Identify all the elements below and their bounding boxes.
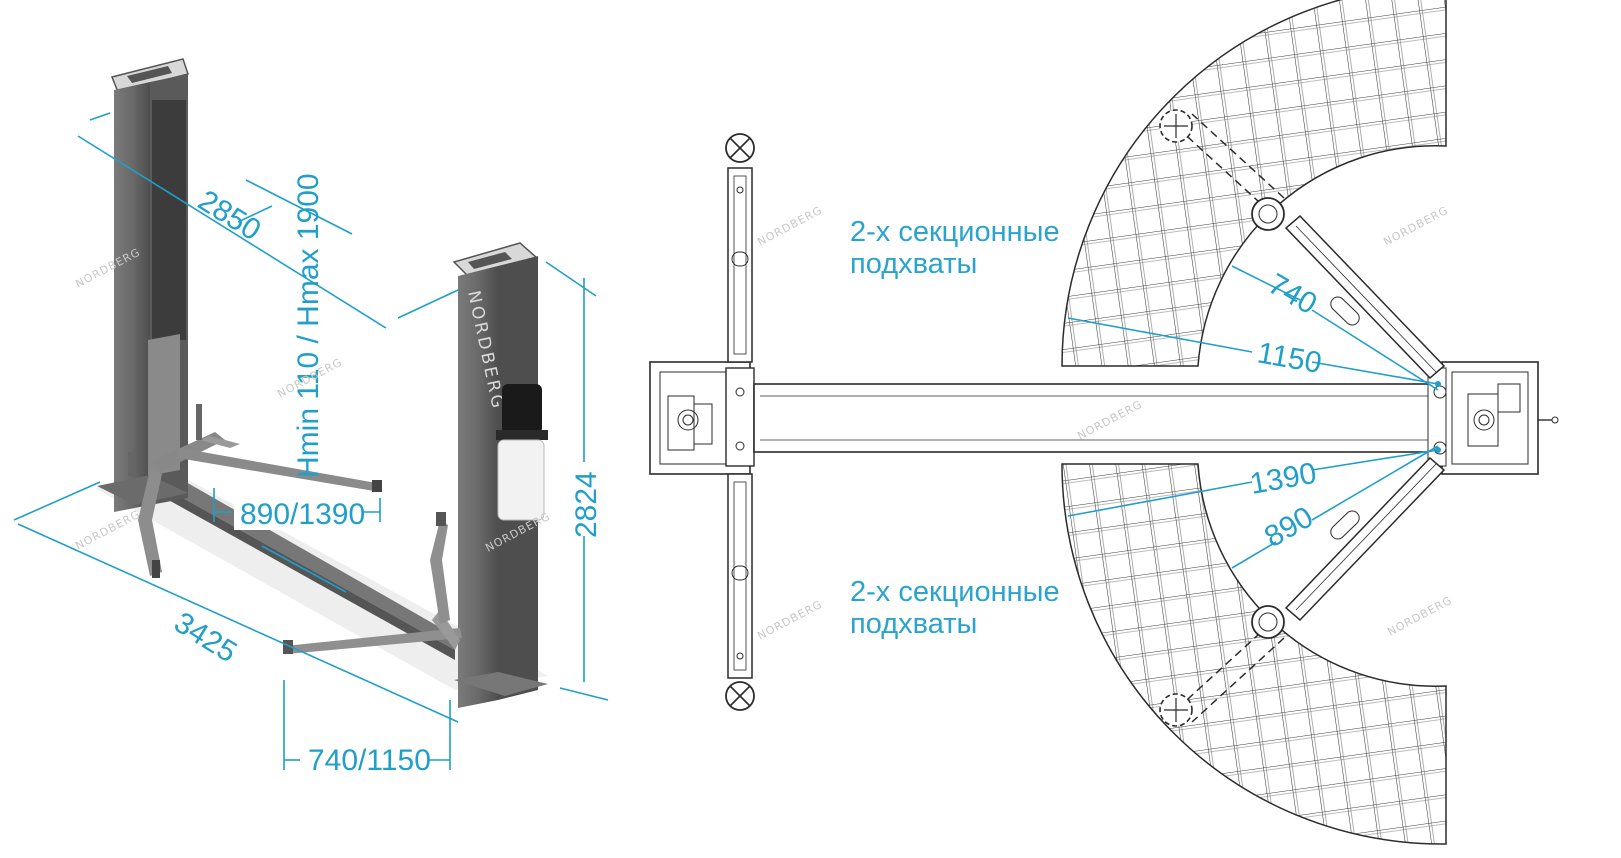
pump-motor — [502, 384, 542, 434]
sweep-zone-bottom — [1061, 463, 1447, 845]
oil-tank — [497, 439, 545, 521]
note-top-line1: 2-х секционные — [850, 216, 1060, 248]
dimension-lines-3d — [13, 112, 609, 770]
pad-icon — [1251, 605, 1285, 639]
pad-icon — [1251, 197, 1285, 231]
label-1150: 1150 — [1255, 336, 1324, 380]
right-column-plate — [1427, 361, 1559, 475]
dim-2824: 2824 — [570, 471, 603, 538]
main-beam — [753, 383, 1443, 453]
left-post — [97, 58, 189, 512]
swing-arm-top — [1159, 109, 1446, 380]
watermark: NORDBERG — [1381, 204, 1450, 249]
dim-890-1390: 890/1390 — [240, 498, 365, 531]
right-post: NORDBERG — [452, 242, 548, 708]
note-bottom-line1: 2-х секционные — [850, 576, 1060, 608]
dim-740-1150: 740/1150 — [308, 744, 431, 777]
radius-lines — [1067, 265, 1441, 569]
lift-3d-view: NORDBERG — [13, 58, 609, 777]
label-1390: 1390 — [1247, 457, 1318, 501]
watermark: NORDBERG — [1385, 594, 1454, 639]
right-arms — [283, 512, 462, 654]
left-arm-beam — [725, 133, 755, 711]
watermark: NORDBERG — [755, 204, 824, 249]
watermark: NORDBERG — [755, 598, 824, 643]
label-740: 740 — [1263, 267, 1323, 321]
left-column-plate — [649, 361, 755, 475]
dim-3425: 3425 — [168, 606, 242, 669]
watermark: NORDBERG — [73, 508, 142, 553]
sweep-zone-top — [1061, 0, 1447, 367]
note-top-line2: подхваты — [850, 248, 978, 280]
dim-2850: 2850 — [192, 184, 266, 247]
dim-height-range: Hmin 110 / Hmax 1900 — [292, 173, 325, 478]
swing-arm-bottom — [1159, 456, 1446, 727]
note-top: 2-х секционные подхваты — [850, 216, 1060, 280]
note-bottom: 2-х секционные подхваты — [850, 576, 1060, 640]
base-beam — [150, 470, 455, 650]
lift-plan-view: 740 1150 1390 890 NORDBERG NORDBERG NORD… — [649, 0, 1559, 845]
left-arms — [128, 404, 382, 578]
note-bottom-line2: подхваты — [850, 608, 978, 640]
